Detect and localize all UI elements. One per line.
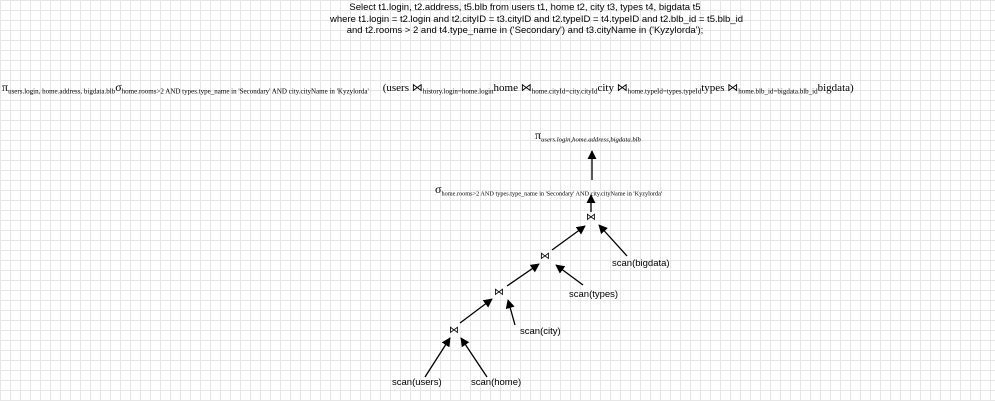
tree-selection-node: σhome.rooms>2 AND types.type_name in 'Se… — [435, 182, 662, 198]
ra-city: city — [597, 82, 617, 94]
sql-line-3: and t2.rooms > 2 and t4.type_name in ('S… — [346, 25, 704, 36]
ra-users: (users — [382, 82, 412, 94]
join-node-2: ⋈ — [494, 287, 504, 298]
edge-join3-to-join4 — [551, 225, 586, 251]
sql-query: Select t1.login, t2.address, t5.blb from… — [330, 2, 743, 37]
ra-join-3-condition: home.typeId=types.typeId — [627, 87, 702, 96]
edge-join1-to-join2 — [459, 298, 493, 324]
ra-join-1-condition: history.login=home.login — [422, 87, 494, 96]
sql-line-2: where t1.login = t2.login and t2.cityID … — [330, 13, 743, 25]
relational-algebra-expression: πusers.login, home.address, bigdata.blbσ… — [2, 80, 854, 95]
ra-join-2-condition: home.cityId=city.cityId — [531, 87, 598, 96]
edge-bigdata-to-join4 — [598, 224, 628, 257]
ra-join-4: ⋈ — [727, 82, 739, 94]
ra-join-4-condition: home.blb_id=bigdata.blb_id — [738, 87, 818, 96]
ra-bigdata: bigdata) — [817, 82, 854, 94]
ra-join-3: ⋈ — [616, 82, 628, 94]
tree-projection-node: πusers.login,home.address,bigdata.blb — [535, 128, 641, 144]
selection-symbol: σ — [115, 80, 122, 94]
scan-types: scan(types) — [569, 289, 619, 300]
projection-symbol: π — [2, 80, 9, 94]
edge-city-to-join2 — [505, 299, 516, 326]
edge-users-to-join1 — [424, 337, 451, 378]
edge-join2-to-join3 — [506, 263, 540, 287]
sql-line-1: Select t1.login, t2.address, t5.blb from… — [349, 2, 701, 13]
ra-types: types — [701, 82, 728, 94]
selection-condition: home.rooms>2 AND types.type_name in 'Sec… — [121, 87, 369, 96]
tree-projection-symbol: π — [535, 128, 542, 142]
projection-attributes: users.login, home.address, bigdata.blb — [8, 87, 116, 96]
join-node-4: ⋈ — [586, 212, 596, 223]
join-node-1: ⋈ — [449, 325, 459, 336]
ra-home: home — [493, 82, 521, 94]
tree-projection-attributes: users.login,home.address,bigdata.blb — [541, 136, 641, 144]
scan-home: scan(home) — [471, 377, 522, 388]
tree-selection-symbol: σ — [435, 182, 442, 196]
scan-users: scan(users) — [392, 377, 442, 388]
edge-types-to-join3 — [555, 264, 584, 286]
join-node-3: ⋈ — [540, 251, 550, 262]
ra-join-2: ⋈ — [520, 82, 532, 94]
tree-selection-condition: home.rooms>2 AND types.type_name in 'Sec… — [441, 190, 663, 198]
scan-city: scan(city) — [520, 326, 561, 337]
ra-join-1: ⋈ — [411, 82, 423, 94]
edge-home-to-join1 — [460, 337, 488, 378]
scan-bigdata: scan(bigdata) — [612, 258, 670, 269]
